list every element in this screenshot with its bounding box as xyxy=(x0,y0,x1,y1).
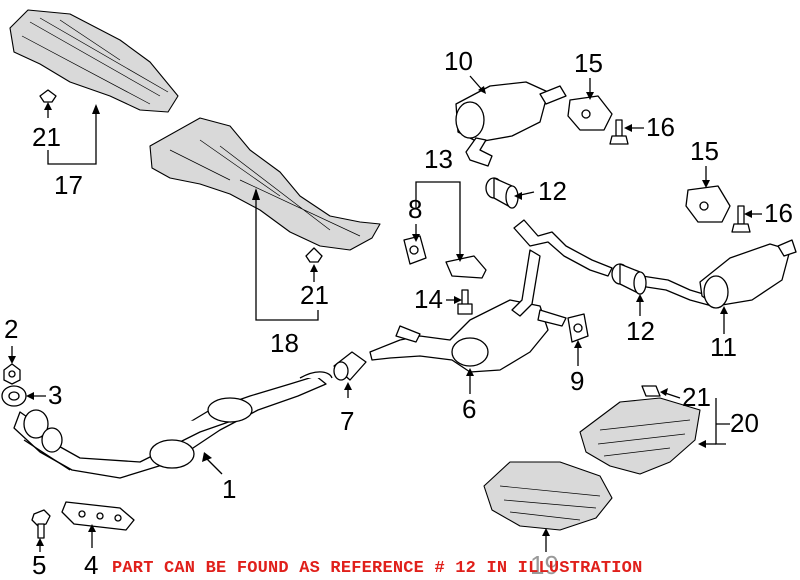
callout-16: 16 xyxy=(764,198,793,228)
bolt-lower xyxy=(731,205,751,233)
callout-numbers: 21 17 18 21 1 2 3 4 5 7 6 8 13 14 9 10 1… xyxy=(4,46,793,580)
front-heat-shield xyxy=(9,9,179,113)
center-heat-shield xyxy=(149,117,381,251)
bracket xyxy=(61,501,135,531)
clip xyxy=(305,247,323,263)
gasket xyxy=(1,385,27,407)
connector-pipe xyxy=(333,351,367,381)
callout-21: 21 xyxy=(300,280,329,310)
rear-muffler-left xyxy=(455,81,567,167)
callout-12: 12 xyxy=(538,176,567,206)
rear-heat-shield-center xyxy=(483,461,613,531)
callout-7: 7 xyxy=(340,406,354,436)
center-muffler xyxy=(369,299,567,373)
bolt xyxy=(457,289,473,315)
callout-14: 14 xyxy=(414,284,443,314)
rear-y-pipe xyxy=(511,219,713,317)
callout-15: 15 xyxy=(690,136,719,166)
callout-4: 4 xyxy=(84,550,98,580)
callout-16: 16 xyxy=(646,112,675,142)
muffler-bracket-lower xyxy=(685,185,731,223)
bolt xyxy=(31,509,51,539)
callout-12: 12 xyxy=(626,316,655,346)
callout-3: 3 xyxy=(48,380,62,410)
nut xyxy=(3,363,21,385)
rear-muffler-right xyxy=(699,239,797,309)
callout-6: 6 xyxy=(462,394,476,424)
rear-heat-shield-right xyxy=(579,397,701,475)
front-pipe-catalytic-converter xyxy=(13,371,333,479)
callout-8: 8 xyxy=(408,194,422,224)
bolt-upper xyxy=(609,119,629,145)
clip xyxy=(641,385,661,397)
notice-backdrop xyxy=(110,554,696,576)
callout-21: 21 xyxy=(32,122,61,152)
reference-notice: PART CAN BE FOUND AS REFERENCE # 12 IN I… xyxy=(112,559,643,578)
callout-17: 17 xyxy=(54,170,83,200)
pipe-clamp-upper xyxy=(485,177,519,209)
callout-10: 10 xyxy=(444,46,473,76)
callout-1: 1 xyxy=(222,474,236,504)
clip xyxy=(39,89,57,103)
callout-13: 13 xyxy=(424,144,453,174)
leader-lines xyxy=(8,75,762,552)
hanger-right xyxy=(567,313,589,343)
callout-18: 18 xyxy=(270,328,299,358)
callout-15: 15 xyxy=(574,48,603,78)
callout-11: 11 xyxy=(710,332,737,362)
hanger-bracket xyxy=(445,255,487,279)
callout-5: 5 xyxy=(32,550,46,580)
callout-2: 2 xyxy=(4,314,18,344)
hanger-left xyxy=(403,235,427,265)
callout-20: 20 xyxy=(730,408,759,438)
pipe-clamp-lower xyxy=(611,263,647,295)
callout-9: 9 xyxy=(570,366,584,396)
muffler-bracket-upper xyxy=(567,95,613,131)
callout-21: 21 xyxy=(682,382,711,412)
